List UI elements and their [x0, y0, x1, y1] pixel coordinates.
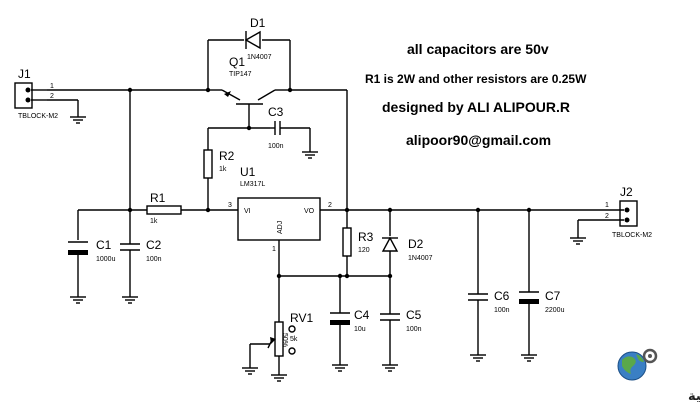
capacitor-c2: C2 100n [120, 238, 162, 263]
j1-pin2: 2 [50, 93, 54, 100]
logo-text: القرية الالكترونية [688, 389, 700, 404]
logo: القرية الالكترونية [617, 348, 700, 404]
ground-icon [521, 354, 537, 362]
j2-ref: J2 [620, 185, 633, 199]
j2-pin2: 2 [605, 213, 609, 220]
capacitor-c5: C5 100n [380, 308, 422, 333]
ground-icon [302, 151, 318, 159]
potentiometer-rv1: 50% RV1 5k [267, 311, 313, 357]
rv1-ref: RV1 [290, 311, 313, 325]
connector-j1: J1 TBLOCK-M2 1 2 [14, 67, 58, 120]
c4-value: 10u [354, 326, 366, 333]
r2-value: 1k [219, 166, 227, 173]
note-designer: designed by ALI ALIPOUR.R [382, 99, 570, 115]
note-capacitors: all capacitors are 50v [407, 41, 549, 57]
c5-ref: C5 [406, 308, 422, 322]
u1-ref: U1 [240, 165, 256, 179]
c7-value: 2200u [545, 307, 565, 314]
r1-value: 1k [150, 218, 158, 225]
c4-ref: C4 [354, 308, 370, 322]
u1-pin2: 2 [328, 202, 332, 209]
u1-value: LM317L [240, 181, 265, 188]
d2-value: 1N4007 [408, 255, 433, 262]
u1-pin-vo: VO [304, 208, 315, 215]
c1-ref: C1 [96, 238, 112, 252]
d1-ref: D1 [250, 16, 266, 30]
j2-value: TBLOCK-M2 [612, 232, 652, 239]
c3-ref: C3 [268, 105, 284, 119]
connector-j2: J2 TBLOCK-M2 1 2 [578, 185, 652, 239]
note-resistors: R1 is 2W and other resistors are 0.25W [365, 72, 587, 86]
r3-value: 120 [358, 247, 370, 254]
c2-value: 100n [146, 256, 162, 263]
ground-icon [332, 364, 348, 372]
j2-pin1: 1 [605, 202, 609, 209]
u1-pin1: 1 [272, 246, 276, 253]
globe-icon [617, 348, 658, 381]
resistor-r3: R3 120 [342, 227, 374, 257]
r2-ref: R2 [219, 149, 235, 163]
rv1-pct: 50% [281, 333, 288, 347]
u1-pin-vi: VI [244, 208, 251, 215]
capacitor-c7: C7 2200u [519, 289, 565, 314]
ground-icon [242, 367, 258, 375]
c7-ref: C7 [545, 289, 561, 303]
c3-value: 100n [268, 143, 284, 150]
ground-icon [271, 374, 287, 382]
j1-pin1: 1 [50, 83, 54, 90]
d2-ref: D2 [408, 237, 424, 251]
c2-ref: C2 [146, 238, 162, 252]
capacitor-c6: C6 100n [468, 289, 510, 314]
ground-icon [70, 116, 86, 124]
j1-ref: J1 [18, 67, 31, 81]
resistor-r2: R2 1k [203, 149, 235, 179]
d1-value: 1N4007 [247, 54, 272, 61]
c1-value: 1000u [96, 256, 116, 263]
ground-icon [122, 296, 138, 304]
c5-value: 100n [406, 326, 422, 333]
rv1-value: 5k [290, 336, 298, 343]
regulator-u1: U1 LM317L VI VO ADJ 3 2 1 [228, 165, 332, 253]
c6-ref: C6 [494, 289, 510, 303]
capacitor-c4: C4 10u [330, 308, 370, 333]
diode-d1: D1 1N4007 [244, 16, 272, 61]
c6-value: 100n [494, 307, 510, 314]
ground-icon [70, 296, 86, 304]
j1-value: TBLOCK-M2 [18, 113, 58, 120]
transistor-q1: Q1 TIP147 [208, 55, 290, 128]
r3-ref: R3 [358, 230, 374, 244]
q1-value: TIP147 [229, 71, 252, 78]
resistor-r1: R1 1k [146, 191, 182, 225]
capacitor-c1: C1 1000u [68, 238, 116, 263]
q1-ref: Q1 [229, 55, 245, 69]
ground-icon [382, 364, 398, 372]
note-email: alipoor90@gmail.com [406, 132, 551, 148]
ground-icon [570, 237, 586, 245]
ground-icon [470, 354, 486, 362]
u1-pin-adj: ADJ [277, 221, 284, 234]
u1-pin3: 3 [228, 202, 232, 209]
r1-ref: R1 [150, 191, 166, 205]
junction-dots [127, 87, 532, 279]
